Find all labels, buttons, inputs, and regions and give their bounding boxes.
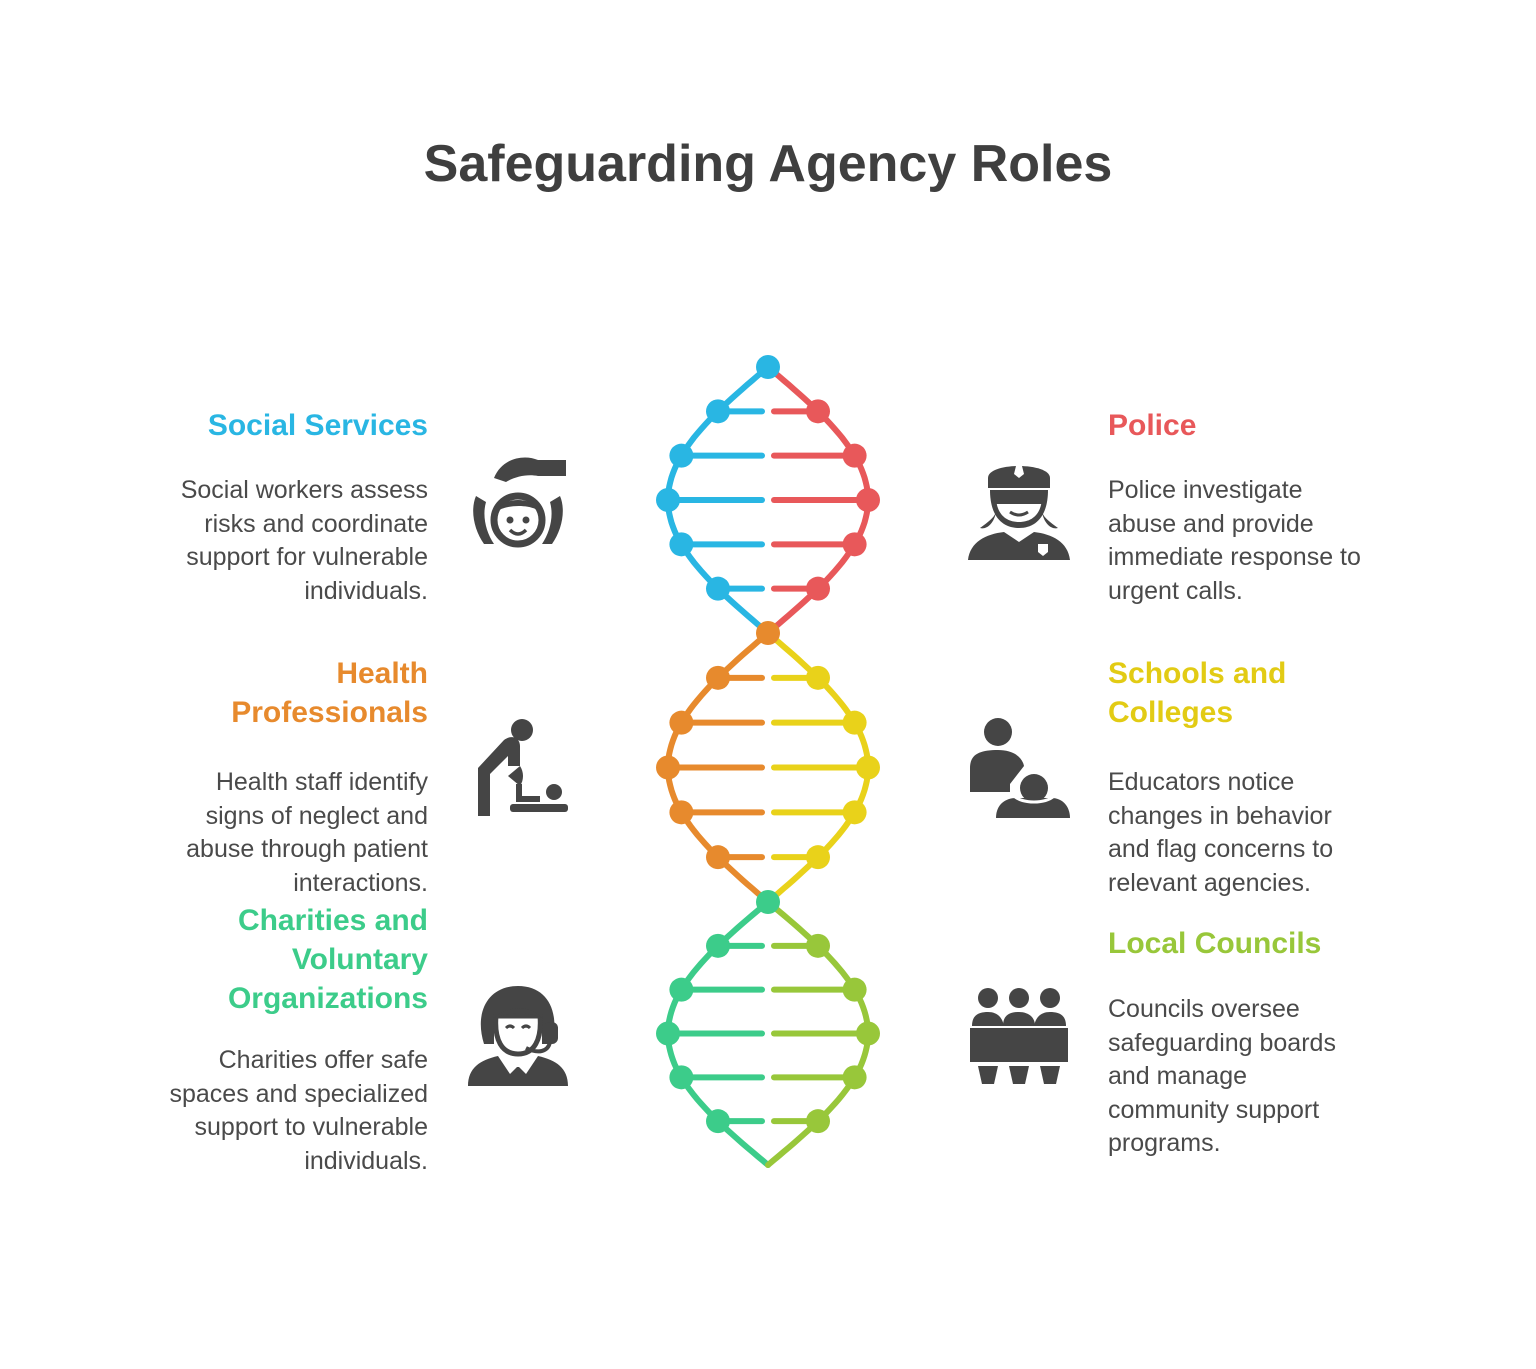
- desc-line: individuals.: [304, 1146, 428, 1175]
- helix-junction-node: [756, 890, 780, 914]
- helix-node-right: [842, 800, 867, 825]
- helix-node-right: [806, 576, 830, 601]
- charities-block: Charities and Voluntary Organizations Ch…: [90, 901, 429, 1178]
- hand-over-child-icon: [473, 457, 566, 548]
- caregiver-baby-icon: [478, 719, 568, 816]
- helix-node-left: [656, 755, 680, 780]
- helix-segment-health-schools: [656, 621, 880, 905]
- helix-node-left: [669, 710, 694, 735]
- police-heading: Police: [1108, 409, 1197, 442]
- desc-line: interactions.: [293, 868, 428, 897]
- helix-junction-node: [756, 355, 780, 379]
- heading-line: Voluntary: [291, 943, 428, 976]
- helix-node-left: [669, 977, 694, 1002]
- helix-node-right: [842, 532, 867, 557]
- helix-node-left: [669, 532, 694, 557]
- helix-node-left: [669, 443, 694, 468]
- helix-node-left: [706, 933, 730, 958]
- helix-node-left: [669, 800, 694, 825]
- helix-node-left: [669, 1065, 694, 1090]
- desc-line: and flag concerns to: [1108, 835, 1334, 863]
- helix-node-right: [806, 933, 830, 958]
- page-title: Safeguarding Agency Roles: [423, 135, 1113, 193]
- helix-node-left: [706, 665, 730, 690]
- social-services-description: Social workers assess risks and coordina…: [90, 474, 428, 608]
- helix-node-left: [706, 1109, 730, 1134]
- desc-line: immediate response to: [1108, 543, 1361, 571]
- social-services-block: Social Services Social workers assess ri…: [90, 406, 428, 608]
- helix-junction-node: [756, 621, 780, 645]
- desc-line: changes in behavior: [1108, 801, 1332, 830]
- helix-node-left: [656, 1021, 680, 1046]
- helix-node-left: [706, 845, 730, 870]
- desc-line: support for vulnerable: [186, 543, 428, 571]
- desc-line: abuse and provide: [1108, 509, 1314, 538]
- desc-line: safeguarding boards: [1108, 1028, 1336, 1057]
- helix-node-right: [806, 1109, 830, 1134]
- desc-line: individuals.: [304, 576, 428, 605]
- support-worker-headset-icon: [468, 986, 568, 1086]
- heading-line: Organizations: [227, 982, 428, 1015]
- desc-line: Charities offer safe: [218, 1046, 428, 1074]
- helix-node-right: [806, 665, 830, 690]
- councils-description: Councils oversee safeguarding boards and…: [1108, 993, 1448, 1161]
- heading-line: Colleges: [1108, 696, 1234, 729]
- heading-line: Charities and: [237, 904, 428, 937]
- helix-node-right: [806, 845, 830, 870]
- desc-line: Educators notice: [1108, 768, 1295, 796]
- schools-heading: Schools and Colleges: [1108, 654, 1448, 732]
- councils-block: Local Councils Councils oversee safeguar…: [1108, 924, 1448, 1161]
- schools-description: Educators notice changes in behavior and…: [1108, 766, 1448, 900]
- desc-line: abuse through patient: [186, 835, 428, 863]
- health-block: Health Professionals Health staff identi…: [90, 654, 428, 900]
- police-description: Police investigate abuse and provide imm…: [1108, 474, 1448, 608]
- desc-line: relevant agencies.: [1108, 868, 1311, 897]
- councils-heading: Local Councils: [1108, 927, 1322, 960]
- helix-node-right: [842, 977, 867, 1002]
- desc-line: support to vulnerable: [194, 1113, 428, 1141]
- charities-description: Charities offer safe spaces and speciali…: [90, 1044, 429, 1178]
- heading-line: Professionals: [231, 696, 428, 729]
- helix-node-right: [842, 443, 867, 468]
- desc-line: risks and coordinate: [204, 509, 428, 538]
- desc-line: Police investigate: [1108, 476, 1303, 504]
- helix-node-right: [856, 488, 880, 512]
- educator-child-icon: [970, 718, 1070, 818]
- helix-segment-social-police: [656, 355, 880, 636]
- helix-node-right: [806, 399, 830, 424]
- desc-line: community support: [1108, 1095, 1320, 1124]
- desc-line: Councils oversee: [1108, 995, 1300, 1023]
- desc-line: Health staff identify: [215, 768, 428, 796]
- desc-line: programs.: [1108, 1129, 1221, 1157]
- desc-line: spaces and specialized: [169, 1079, 429, 1108]
- helix-node-right: [856, 1021, 880, 1046]
- helix-node-left: [706, 399, 730, 424]
- helix-node-left: [656, 488, 680, 512]
- helix-node-right: [856, 755, 880, 780]
- heading-line: Health: [336, 657, 428, 690]
- helix-node-right: [842, 1065, 867, 1090]
- police-officer-icon: [968, 466, 1070, 560]
- schools-block: Schools and Colleges Educators notice ch…: [1108, 654, 1448, 900]
- helix-segment-charities-councils: [656, 890, 880, 1168]
- health-description: Health staff identify signs of neglect a…: [90, 766, 428, 900]
- helix-node-right: [842, 710, 867, 735]
- desc-line: Social workers assess: [180, 476, 428, 504]
- desc-line: urgent calls.: [1108, 576, 1243, 605]
- health-heading: Health Professionals: [90, 654, 428, 732]
- helix-node-left: [706, 576, 730, 601]
- council-board-icon: [970, 988, 1068, 1084]
- social-services-heading: Social Services: [207, 409, 428, 442]
- police-block: Police Police investigate abuse and prov…: [1108, 406, 1448, 608]
- charities-heading: Charities and Voluntary Organizations: [90, 901, 428, 1018]
- desc-line: signs of neglect and: [205, 801, 428, 830]
- desc-line: and manage: [1108, 1062, 1248, 1090]
- heading-line: Schools and: [1108, 657, 1287, 690]
